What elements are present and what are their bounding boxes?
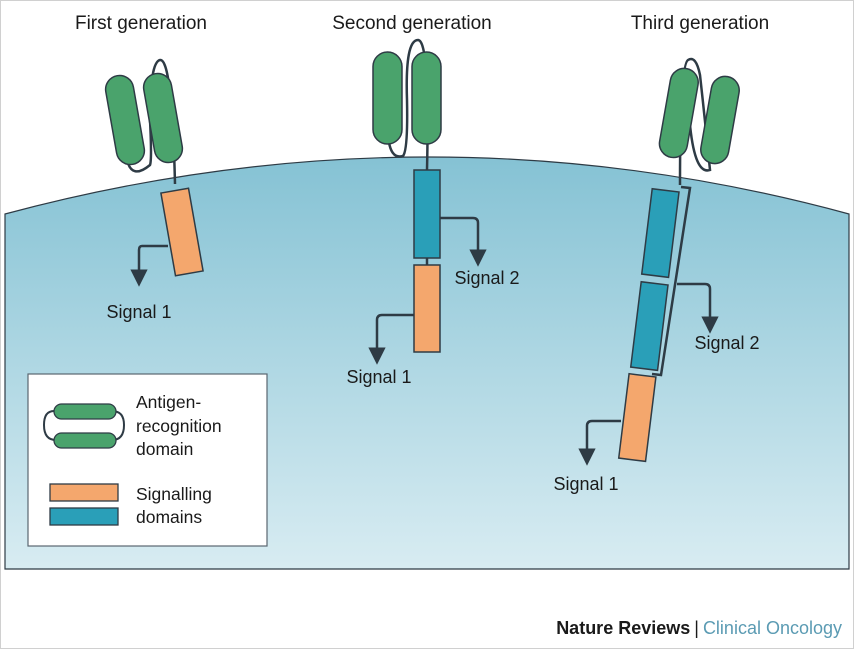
- legend-hinge-loop: [42, 410, 57, 441]
- signal2-arrow: [677, 282, 719, 334]
- antigen-domain: [104, 74, 146, 166]
- antigen-domain: [411, 51, 442, 145]
- signal1-domain: [160, 187, 204, 277]
- legend-signalling-label: Signalling: [136, 484, 212, 504]
- antigen-domain: [658, 67, 699, 159]
- legend-signal2-swatch: [49, 507, 119, 526]
- signal1-arrow: [368, 313, 414, 365]
- signal1-label: Signal 1: [553, 474, 618, 494]
- antigen-domain: [142, 72, 184, 164]
- signal2-label: Signal 2: [454, 268, 519, 288]
- signal1-domain: [617, 372, 657, 463]
- antigen-domain: [700, 75, 740, 165]
- legend-signal1-swatch: [49, 483, 119, 502]
- legend-antigen-icon: [53, 403, 117, 420]
- signal2-domain: [640, 187, 680, 279]
- signal2-domain: [413, 169, 441, 259]
- first-generation-receptor: First generation Signal 1: [75, 13, 207, 322]
- legend: Antigen- recognition domain Signalling d…: [27, 373, 268, 547]
- legend-hinge-loop: [111, 410, 126, 441]
- second-generation-title: Second generation: [332, 13, 492, 34]
- legend-antigen-label: recognition: [136, 416, 222, 436]
- signal1-arrow: [130, 244, 168, 287]
- journal-name: Clinical Oncology: [702, 618, 842, 638]
- signal2-domain: [629, 280, 669, 372]
- brand-name: Nature Reviews: [556, 618, 691, 638]
- antigen-domain: [372, 51, 403, 145]
- journal-credit: Nature Reviews|Clinical Oncology: [556, 618, 842, 639]
- credit-separator: |: [694, 618, 699, 638]
- signal1-domain: [413, 264, 441, 353]
- signal2-arrow: [440, 216, 487, 267]
- third-generation-title: Third generation: [631, 13, 769, 34]
- signal1-label: Signal 1: [106, 302, 171, 322]
- first-generation-title: First generation: [75, 13, 207, 34]
- legend-antigen-icon: [53, 432, 117, 449]
- signal2-bracket: [651, 185, 692, 377]
- signal2-label: Signal 2: [694, 333, 759, 353]
- legend-antigen-label: domain: [136, 439, 193, 459]
- legend-signalling-label: domains: [136, 507, 202, 527]
- signal1-label: Signal 1: [346, 367, 411, 387]
- legend-antigen-label: Antigen-: [136, 392, 201, 412]
- signal1-arrow: [578, 419, 621, 466]
- third-generation-receptor: Third generation Signal 2 Signal 1: [553, 13, 769, 494]
- second-generation-receptor: Second generation Signal 2 Signal 1: [332, 13, 519, 387]
